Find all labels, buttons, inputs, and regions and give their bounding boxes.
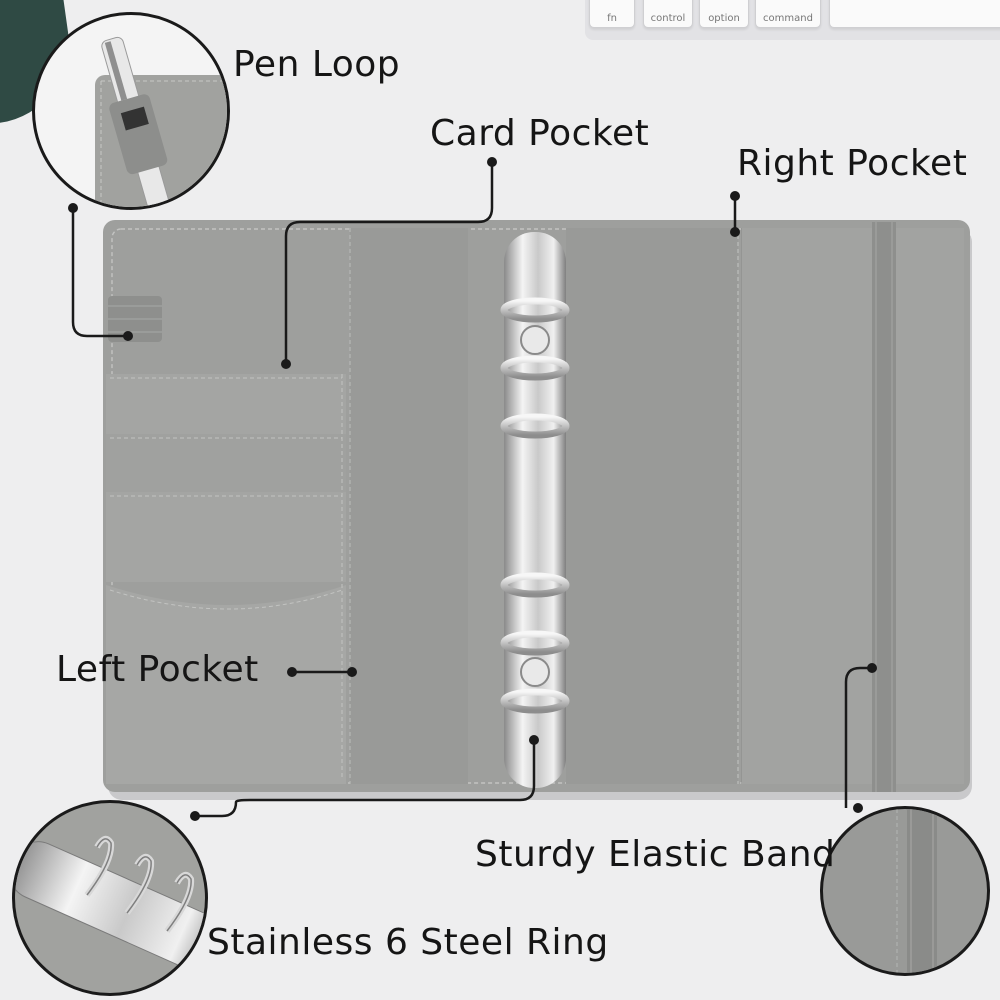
elastic-band-zoom bbox=[820, 806, 990, 976]
key-control: control bbox=[643, 0, 693, 28]
card-pocket-2 bbox=[106, 434, 346, 498]
elastic-band-label: Sturdy Elastic Band bbox=[475, 834, 836, 875]
steel-ring-zoom bbox=[12, 800, 208, 996]
key-command: command bbox=[755, 0, 821, 28]
card-pocket-label: Card Pocket bbox=[430, 113, 650, 154]
key-label: option bbox=[708, 13, 740, 24]
left-inner-panel bbox=[350, 228, 468, 784]
card-pocket-3 bbox=[106, 492, 346, 582]
pen-loop-detail bbox=[95, 36, 227, 207]
pen-loop-label: Pen Loop bbox=[233, 44, 401, 85]
steel-ring-label: Stainless 6 Steel Ring bbox=[207, 922, 609, 963]
key-fn: fn bbox=[589, 0, 635, 28]
key-label: control bbox=[650, 13, 686, 24]
left-pocket bbox=[106, 585, 346, 784]
right-inner-panel bbox=[566, 228, 738, 784]
key-label: command bbox=[763, 13, 813, 24]
pen-loop-zoom bbox=[32, 12, 230, 210]
key-space bbox=[829, 0, 1000, 28]
rings bbox=[500, 297, 570, 714]
left-pocket-label: Left Pocket bbox=[56, 649, 259, 690]
key-label: fn bbox=[607, 13, 617, 24]
keyboard: fn control option command bbox=[585, 0, 1000, 40]
steel-ring-detail bbox=[15, 835, 205, 973]
right-pocket bbox=[742, 228, 964, 784]
right-pocket-label: Right Pocket bbox=[737, 143, 968, 184]
card-pocket-1 bbox=[106, 374, 346, 438]
elastic-band-detail bbox=[896, 809, 937, 973]
key-option: option bbox=[699, 0, 749, 28]
